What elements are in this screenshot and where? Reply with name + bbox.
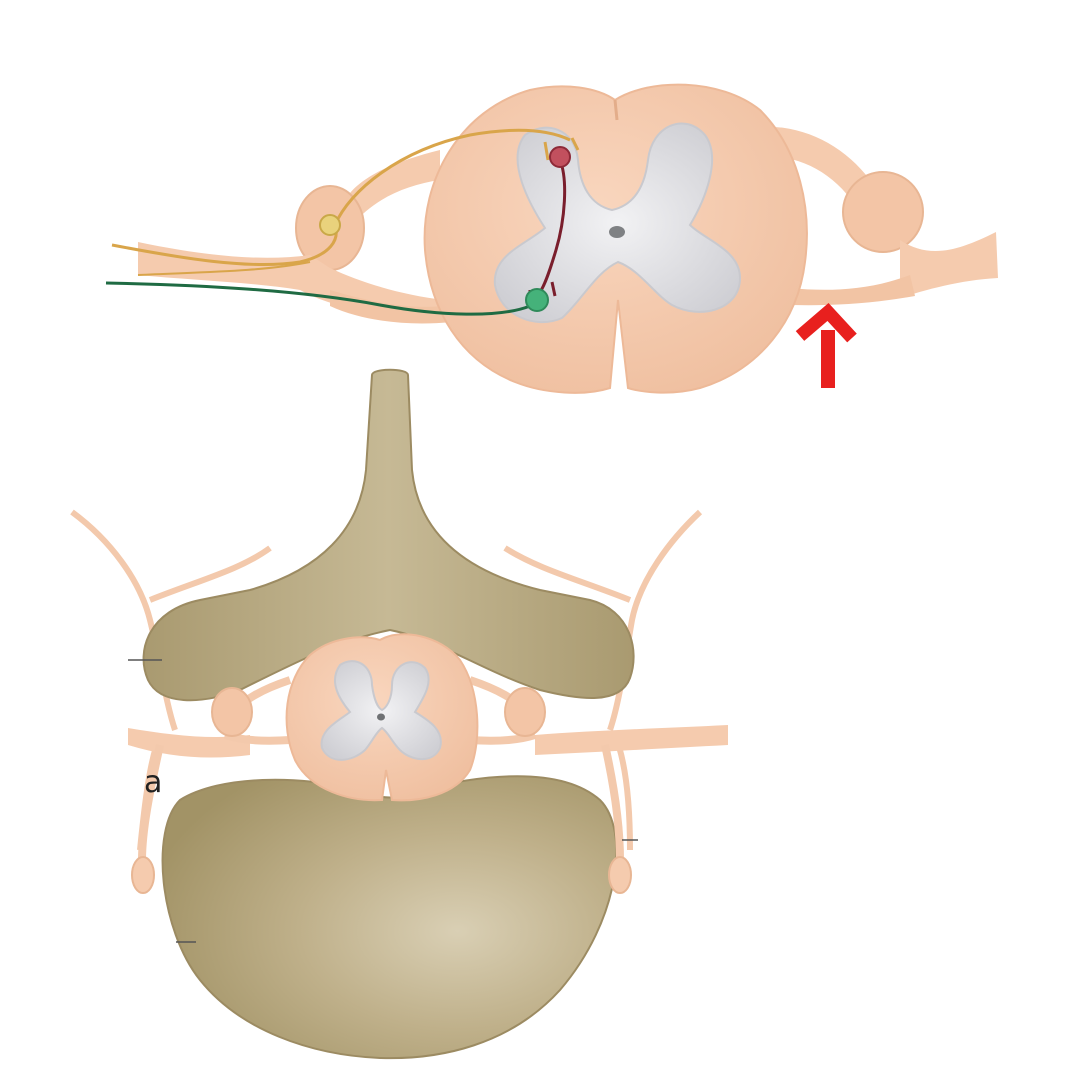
spinal-cord-section: [105, 83, 998, 394]
sensory-terminal: [543, 137, 580, 161]
left-drg-lower: [211, 687, 253, 737]
central-canal-small: [377, 713, 385, 721]
motor-fiber: [105, 281, 531, 316]
sensory-neuron-soma: [319, 214, 341, 236]
label-a: a: [144, 765, 162, 800]
right-ventral-root: [790, 275, 915, 306]
gray-matter-small: [320, 660, 442, 761]
right-dorsal-root-ganglion: [842, 171, 924, 253]
right-descending-ramus: [601, 744, 624, 861]
interneuron-fiber: [538, 159, 567, 293]
right-sympathetic-ganglion: [608, 856, 632, 894]
right-drg-lower: [504, 687, 546, 737]
left-descending-ramus: [138, 744, 164, 861]
sensory-fiber-lower: [137, 261, 311, 276]
central-canal: [609, 226, 625, 238]
interneuron-soma: [549, 146, 571, 168]
vertebra-section: a: [70, 368, 728, 1060]
dorsal-median-sulcus: [613, 99, 619, 121]
right-spinal-nerve: [900, 232, 998, 298]
red-arrow-pointer: [795, 302, 857, 388]
vertebral-body: [161, 775, 618, 1060]
gray-matter: [493, 122, 742, 324]
right-spinal-nerve-lower: [535, 725, 728, 755]
motor-neuron-soma: [525, 288, 549, 312]
left-dorsal-root: [345, 150, 440, 226]
left-sympathetic-ganglion: [131, 856, 155, 894]
